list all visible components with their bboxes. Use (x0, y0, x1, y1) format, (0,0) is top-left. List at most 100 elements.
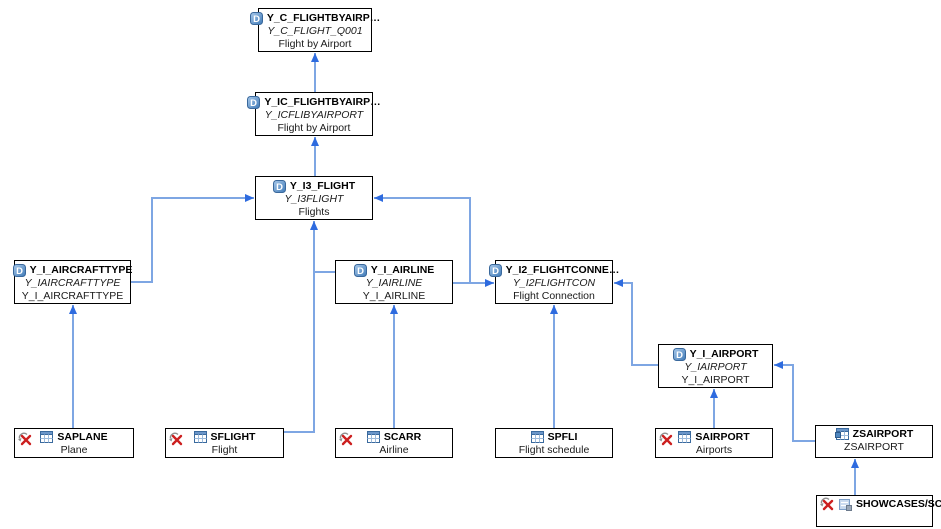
arrowhead-sflight-y_i3_flight (310, 221, 318, 230)
node-title-row: SFLIGHT (166, 429, 283, 444)
table-plus-icon (834, 427, 849, 441)
node-title-row: SAIRPORT (656, 429, 772, 444)
arrowhead-zsairport-y_i_airport (774, 361, 783, 369)
node-title-row: D Y_I3_FLIGHT (256, 177, 372, 193)
node-title-row: D Y_C_FLIGHTBYAIRP… (249, 9, 380, 25)
node-description: Plane (60, 444, 88, 456)
node-title: Y_I_AIRPORT (689, 348, 759, 360)
node-description: ZSAIRPORT (844, 441, 904, 453)
node-description: Y_I_AIRLINE (362, 290, 426, 302)
node-title-row: D Y_I_AIRPORT (659, 345, 772, 361)
node-description: Flight schedule (518, 444, 590, 456)
node-title: Y_C_FLIGHTBYAIRP… (266, 12, 381, 24)
node-title: SPFLI (547, 431, 578, 443)
node-description: Y_I_AIRPORT (681, 374, 750, 386)
node-title: Y_I_AIRLINE (370, 264, 435, 276)
node-description: Flight (211, 444, 238, 456)
broken-icon (169, 432, 184, 446)
ddl-icon: D (488, 263, 502, 277)
node-description: Airline (379, 444, 409, 456)
ddl-icon: D (247, 95, 261, 109)
node-description: Flight by Airport (277, 122, 351, 134)
arrowhead-y_i_aircrafttype-y_i3_flight (245, 194, 254, 202)
node-internal-name: Y_IAIRLINE (365, 277, 423, 289)
node-description: Flight by Airport (278, 38, 352, 50)
svg-text:D: D (357, 265, 364, 276)
node-internal-name: Y_I2FLIGHTCON (512, 277, 596, 289)
svg-text:D: D (676, 349, 683, 360)
node-title: SCARR (383, 431, 422, 443)
node-internal-name: Y_C_FLIGHT_Q001 (267, 25, 363, 37)
node-description: Y_I_AIRCRAFTTYPE (21, 290, 124, 302)
node-title-row: SHOWCASES/SC… (817, 496, 941, 511)
svg-text:D: D (276, 181, 283, 192)
arrowhead-y_i_airport-y_i2_flightconnection (614, 279, 623, 287)
structure-icon (839, 498, 852, 511)
ddl-icon: D (272, 179, 286, 193)
node-description: Flight Connection (513, 290, 595, 302)
table-icon (530, 431, 544, 443)
broken-icon (659, 432, 674, 446)
node-title: Y_I2_FLIGHTCONNE… (505, 264, 620, 276)
edge-y_i_aircrafttype-y_i3_flight (131, 197, 254, 283)
node-title: Y_I3_FLIGHT (289, 180, 356, 192)
ddl-icon: D (672, 347, 686, 361)
ddl-icon: D (353, 263, 367, 277)
ddl-icon: D (249, 11, 263, 25)
node-title-row: D Y_I_AIRLINE (336, 261, 452, 277)
svg-text:D: D (16, 265, 23, 276)
node-description: Airports (695, 444, 733, 456)
edge-zsairport-y_i_airport (774, 364, 815, 442)
table-icon (40, 431, 54, 443)
node-title: Y_I_AIRCRAFTTYPE (29, 264, 133, 276)
arrowhead-sairport-y_i_airport (710, 389, 718, 398)
arrowhead-showcases-zsairport (851, 459, 859, 468)
node-title-row: SPFLI (496, 429, 612, 444)
node-internal-name: Y_IAIRCRAFTTYPE (24, 277, 121, 289)
arrowhead-spfli-y_i2_flightconnection (550, 305, 558, 314)
broken-icon (18, 432, 33, 446)
node-internal-name: Y_I3FLIGHT (284, 193, 344, 205)
svg-text:D: D (253, 13, 260, 24)
node-title-row: SCARR (336, 429, 452, 444)
edge-sflight-y_i3_flight (284, 221, 315, 433)
broken-icon (339, 432, 354, 446)
node-internal-name: Y_IAIRPORT (684, 361, 747, 373)
edge-y_i_airport-y_i2_flightconnection (614, 282, 658, 366)
broken-icon (820, 497, 835, 511)
node-description: Flights (298, 206, 330, 218)
node-title: ZSAIRPORT (852, 428, 914, 440)
svg-text:D: D (250, 97, 257, 108)
table-icon (193, 431, 207, 443)
node-title-row: ZSAIRPORT (816, 426, 932, 441)
node-internal-name: Y_ICFLIBYAIRPORT (264, 109, 364, 121)
node-showcases[interactable]: SHOWCASES/SC… (816, 495, 941, 527)
arrowhead-y_ic_flightbyairport-y_c_flightbyairport (311, 53, 319, 62)
arrowhead-y_i2_flightconnection-y_i3_flight (374, 194, 383, 202)
ddl-icon: D (12, 263, 26, 277)
arrowhead-y_i_airline-y_i2_flightconnection (485, 279, 494, 287)
table-icon (678, 431, 692, 443)
node-title: Y_IC_FLIGHTBYAIRP… (264, 96, 381, 108)
arrowhead-saplane-y_i_aircrafttype (69, 305, 77, 314)
node-title-row: D Y_IC_FLIGHTBYAIRP… (247, 93, 381, 109)
node-title-row: SAPLANE (15, 429, 133, 444)
node-title: SAIRPORT (695, 431, 750, 443)
node-title-row: D Y_I_AIRCRAFTTYPE (12, 261, 133, 277)
